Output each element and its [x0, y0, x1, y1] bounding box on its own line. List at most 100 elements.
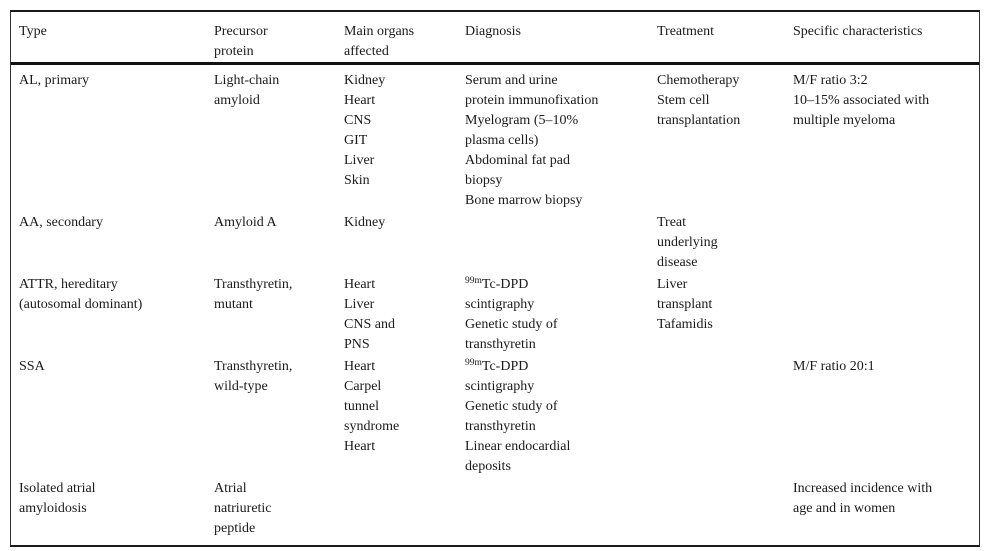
- cell-line: amyloid: [214, 93, 260, 108]
- column-header-label: affected: [344, 44, 389, 59]
- cell-characteristics: Increased incidence with age and in women: [785, 479, 979, 539]
- cell-precursor: Transthyretin,mutant: [206, 275, 336, 355]
- cell-line: Chemotherapy: [657, 73, 740, 88]
- cell-line: Amyloid A: [214, 215, 277, 230]
- cell-line: disease: [657, 255, 698, 270]
- cell-line: Kidney: [344, 73, 386, 88]
- cell-line: 99mTc-DPD: [465, 357, 641, 377]
- cell-line: Transthyretin,: [214, 359, 293, 374]
- cell-line: Liver: [657, 277, 688, 292]
- column-header-type: Type: [11, 22, 206, 62]
- cell-characteristics: [785, 213, 979, 273]
- cell-characteristics: [785, 275, 979, 355]
- column-header-label: Treatment: [657, 24, 715, 39]
- cell-line: transthyretin: [465, 419, 536, 434]
- isotope-superscript: 99m: [465, 358, 482, 368]
- cell-line: age and in women: [793, 501, 896, 516]
- cell-line: CNS: [344, 113, 372, 128]
- cell-line: transthyretin: [465, 337, 536, 352]
- cell-line: scintigraphy: [465, 297, 535, 312]
- cell-line: Heart: [344, 439, 376, 454]
- column-header-precursor: Precursor protein: [206, 22, 336, 62]
- cell-text: Tc-DPD: [481, 359, 529, 374]
- cell-line: Increased incidence with: [793, 481, 933, 496]
- cell-line: transplant: [657, 297, 713, 312]
- cell-line: AA, secondary: [19, 215, 103, 230]
- column-header-label: Precursor: [214, 24, 268, 39]
- cell-line: transplantation: [657, 113, 741, 128]
- column-header-characteristics: Specific characteristics: [785, 22, 979, 62]
- cell-treatment: [649, 479, 785, 539]
- isotope-superscript: 99m: [465, 276, 482, 286]
- cell-organs: Kidney: [336, 213, 457, 273]
- cell-line: Skin: [344, 173, 370, 188]
- cell-line: tunnel: [344, 399, 379, 414]
- cell-line: Stem cell: [657, 93, 710, 108]
- column-header-organs: Main organs affected: [336, 22, 457, 62]
- cell-type: AL, primary: [11, 71, 206, 211]
- cell-line: SSA: [19, 359, 45, 374]
- column-header-diagnosis: Diagnosis: [457, 22, 649, 62]
- cell-line: Kidney: [344, 215, 386, 230]
- cell-line: Linear endocardial: [465, 439, 571, 454]
- cell-line: Genetic study of: [465, 317, 558, 332]
- amyloidosis-types-table: Type Precursor protein Main organs affected D…: [10, 10, 980, 547]
- table-row: ATTR, hereditary(autosomal dominant)Tran…: [11, 275, 979, 355]
- cell-line: (autosomal dominant): [19, 297, 143, 312]
- cell-line: GIT: [344, 133, 368, 148]
- cell-precursor: Amyloid A: [206, 213, 336, 273]
- cell-line: protein immunofixation: [465, 93, 599, 108]
- column-header-label: Main organs: [344, 24, 415, 39]
- cell-line: natriuretic: [214, 501, 272, 516]
- cell-line: plasma cells): [465, 133, 539, 148]
- cell-line: Genetic study of: [465, 399, 558, 414]
- cell-line: Heart: [344, 359, 376, 374]
- cell-organs: [336, 479, 457, 539]
- cell-line: underlying: [657, 235, 718, 250]
- cell-type: Isolated atrial amyloidosis: [11, 479, 206, 539]
- cell-line: deposits: [465, 459, 511, 474]
- column-header-treatment: Treatment: [649, 22, 785, 62]
- cell-line: Tafamidis: [657, 317, 713, 332]
- cell-line: M/F ratio 20:1: [793, 359, 875, 374]
- cell-line: Light-chain: [214, 73, 280, 88]
- cell-type: AA, secondary: [11, 213, 206, 273]
- cell-line: scintigraphy: [465, 379, 535, 394]
- cell-line: multiple myeloma: [793, 113, 896, 128]
- cell-line: PNS: [344, 337, 370, 352]
- column-header-label: Diagnosis: [465, 24, 521, 39]
- cell-line: Heart: [344, 93, 376, 108]
- cell-line: Atrial: [214, 481, 247, 496]
- cell-line: Heart: [344, 277, 376, 292]
- cell-line: 99mTc-DPD: [465, 275, 641, 295]
- cell-text: Tc-DPD: [481, 277, 529, 292]
- table-row: Isolated atrial amyloidosis Atrial natriure…: [11, 479, 979, 539]
- cell-line: Isolated atrial: [19, 481, 96, 496]
- cell-line: Abdominal fat pad: [465, 153, 570, 168]
- cell-type: ATTR, hereditary(autosomal dominant): [11, 275, 206, 355]
- cell-line: Serum and urine: [465, 73, 558, 88]
- cell-line: amyloidosis: [19, 501, 87, 516]
- cell-line: CNS and: [344, 317, 395, 332]
- cell-treatment: [649, 357, 785, 477]
- cell-line: biopsy: [465, 173, 503, 188]
- column-header-label: protein: [214, 44, 254, 59]
- cell-line: mutant: [214, 297, 253, 312]
- cell-line: Liver: [344, 297, 375, 312]
- cell-line: M/F ratio 3:2: [793, 73, 868, 88]
- cell-line: Liver: [344, 153, 375, 168]
- cell-line: Carpel: [344, 379, 382, 394]
